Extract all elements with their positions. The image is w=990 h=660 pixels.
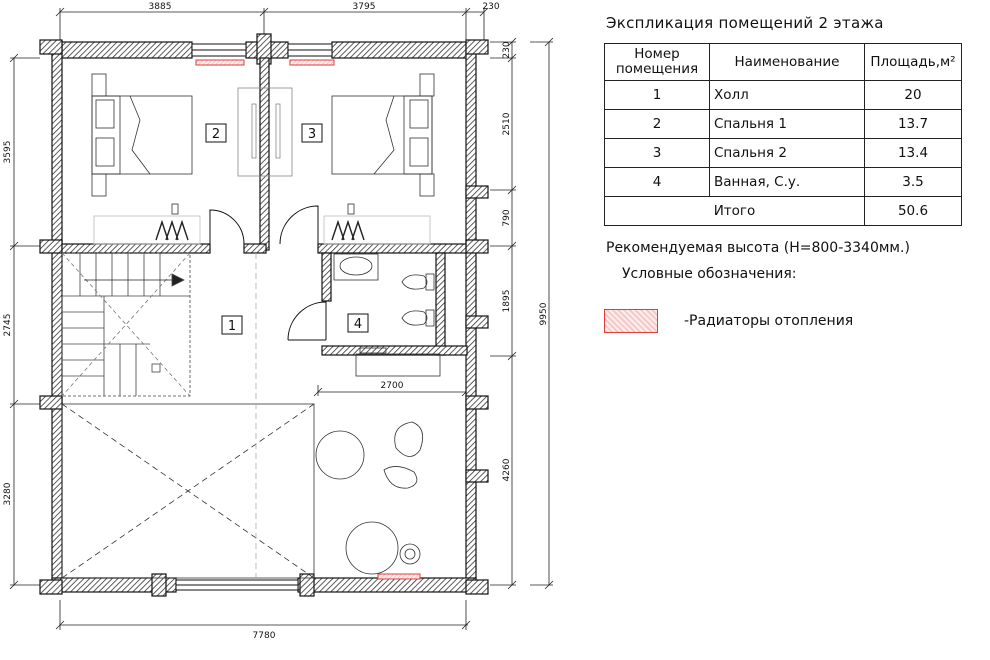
table-row: 4 Ванная, С.у. 3.5	[604, 167, 962, 197]
bedroom-2-furniture	[323, 73, 435, 245]
row-area: 3.5	[864, 167, 962, 197]
explication-title: Экспликация помещений 2 этажа	[606, 14, 884, 32]
header-name: Наименование	[709, 43, 865, 81]
dim-left-3: 3280	[3, 482, 13, 505]
dim-right-1: 230	[502, 41, 512, 58]
bedroom-1-furniture	[91, 73, 201, 245]
windows	[175, 43, 333, 591]
dim-bath-width: 2700	[381, 381, 404, 391]
radiator-legend-swatch	[604, 309, 658, 333]
table-row: 2 Спальня 1 13.7	[604, 109, 962, 139]
wardrobe	[237, 87, 293, 177]
room-labels	[205, 123, 369, 335]
walls	[39, 33, 489, 597]
room-number-3: 3	[308, 127, 316, 142]
radiator-bedroom-1	[195, 59, 245, 66]
row-name: Ванная, С.у.	[709, 167, 865, 197]
doors	[209, 205, 327, 341]
row-area: 20	[864, 80, 962, 110]
legend-title: Условные обозначения:	[622, 266, 797, 282]
dim-top-middle: 3795	[353, 2, 376, 12]
bathroom-fixtures	[333, 253, 441, 377]
table-total-row: Итого 50.6	[604, 196, 962, 226]
dim-right-2: 2510	[502, 112, 512, 135]
floor-plan: 3885 3795 230 3595 2745 3280 230 2510 79…	[3, 2, 554, 641]
radiators	[195, 59, 421, 580]
row-number: 3	[604, 138, 710, 168]
row-name: Холл	[709, 80, 865, 110]
row-name: Спальня 1	[709, 109, 865, 139]
explication-table: Номер помещения Наименование Площадь,м² …	[604, 43, 962, 226]
staircase	[61, 252, 191, 397]
dim-right-4: 1895	[502, 290, 512, 313]
table-row: 3 Спальня 2 13.4	[604, 138, 962, 168]
header-area: Площадь,м²	[864, 43, 962, 81]
row-area: 13.7	[864, 109, 962, 139]
header-number: Номер помещения	[604, 43, 710, 81]
row-number: 2	[604, 109, 710, 139]
radiator-hall	[377, 573, 421, 580]
dim-far-right: 9950	[539, 302, 549, 325]
row-name: Спальня 2	[709, 138, 865, 168]
dim-left-1: 3595	[3, 141, 13, 164]
table-row: 1 Холл 20	[604, 80, 962, 110]
room-number-4: 4	[354, 317, 362, 332]
room-number-2: 2	[212, 127, 220, 142]
radiator-legend-label: -Радиаторы отопления	[684, 313, 854, 329]
total-label: Итого	[604, 196, 865, 226]
dim-right-3: 790	[502, 209, 512, 226]
dim-right-5: 4260	[502, 458, 512, 481]
dim-bottom: 7780	[253, 631, 276, 641]
row-number: 1	[604, 80, 710, 110]
dim-top-right: 230	[482, 2, 499, 12]
dimension-lines	[9, 7, 554, 630]
recommended-height-note: Рекомендуемая высота (H=800-3340мм.)	[606, 240, 910, 256]
hall-furniture	[315, 421, 424, 575]
dim-left-2: 2745	[3, 314, 13, 337]
dim-top-left: 3885	[149, 2, 172, 12]
table-header: Номер помещения Наименование Площадь,м²	[604, 43, 962, 81]
total-value: 50.6	[864, 196, 962, 226]
row-number: 4	[604, 167, 710, 197]
radiator-bedroom-2	[289, 59, 335, 66]
void-opening	[61, 253, 315, 579]
row-area: 13.4	[864, 138, 962, 168]
room-number-1: 1	[228, 319, 236, 334]
